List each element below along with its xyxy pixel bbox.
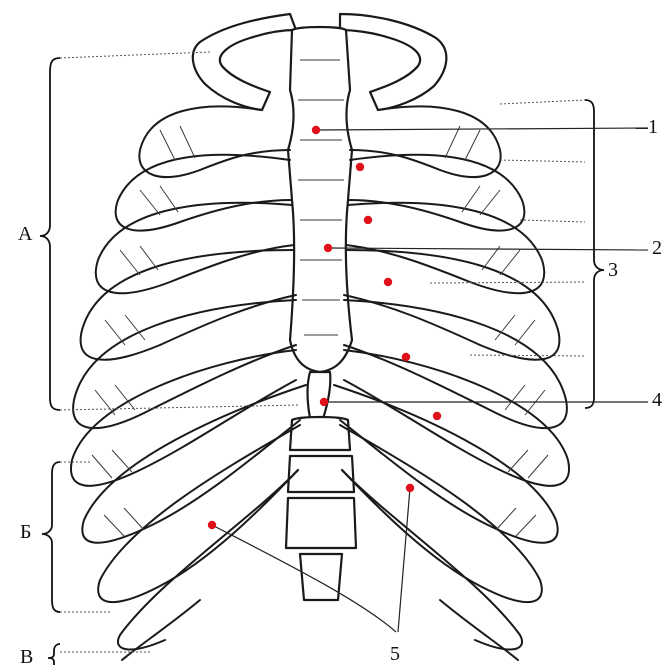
brace-region-v — [48, 644, 60, 665]
ribs-right — [334, 106, 569, 660]
ribs-left — [71, 106, 306, 660]
label-number-2: 2 — [652, 238, 662, 258]
marker-point — [384, 278, 392, 286]
marker-point — [324, 244, 332, 252]
region-guides — [60, 52, 300, 652]
marker-point — [208, 521, 216, 529]
brace-region-a — [40, 58, 60, 410]
marker-point — [402, 353, 410, 361]
label-number-4: 4 — [652, 390, 662, 410]
sternum — [288, 27, 352, 372]
brace-region-b — [42, 462, 60, 612]
label-region-v: В — [20, 647, 33, 667]
marker-point — [433, 412, 441, 420]
marker-point — [356, 163, 364, 171]
marker-point — [312, 126, 320, 134]
label-region-a: А — [18, 224, 32, 244]
marker-point — [364, 216, 372, 224]
label-number-3: 3 — [608, 260, 618, 280]
marker-point — [406, 484, 414, 492]
clavicle-right — [340, 14, 446, 110]
vertebral-column — [286, 417, 356, 600]
label-region-b: Б — [20, 522, 31, 542]
clavicle-left — [193, 14, 296, 110]
marker-point — [320, 398, 328, 406]
label-number-1: 1 — [648, 117, 658, 137]
label-number-5: 5 — [390, 644, 400, 664]
